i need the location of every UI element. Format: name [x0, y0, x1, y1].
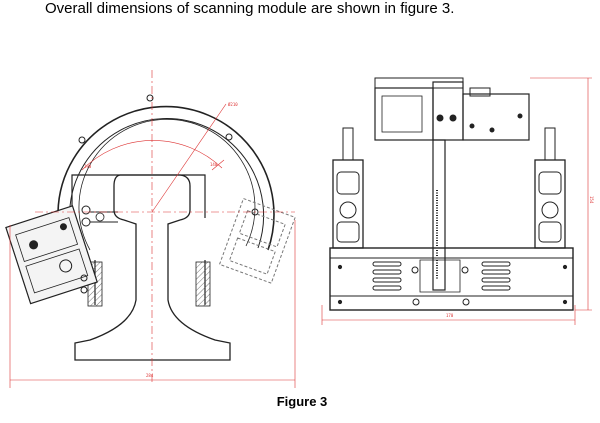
left-scanner [5, 205, 98, 305]
dim-width-left: 284 [146, 373, 154, 378]
rail-profile [74, 174, 231, 361]
figure-caption: Figure 3 [0, 394, 600, 409]
dim-height-right: 154 [589, 196, 594, 204]
inner-ring [69, 118, 265, 256]
dim-width-right: 170 [446, 313, 454, 318]
dim-left-arc: 290 [84, 164, 92, 169]
figure-label-text: Figure 3 [276, 394, 328, 409]
caption-text: Overall dimensions of scanning module ar… [45, 0, 455, 17]
dim-right-arc: 140 [210, 162, 218, 167]
clamp-frame [71, 174, 206, 218]
right-scanner-ghost [218, 197, 296, 284]
dim-radius: Ø210 [228, 102, 238, 107]
ring-inner-band [78, 118, 256, 251]
outer-ring [57, 105, 275, 261]
right-view [321, 77, 592, 325]
left-view [5, 70, 296, 388]
